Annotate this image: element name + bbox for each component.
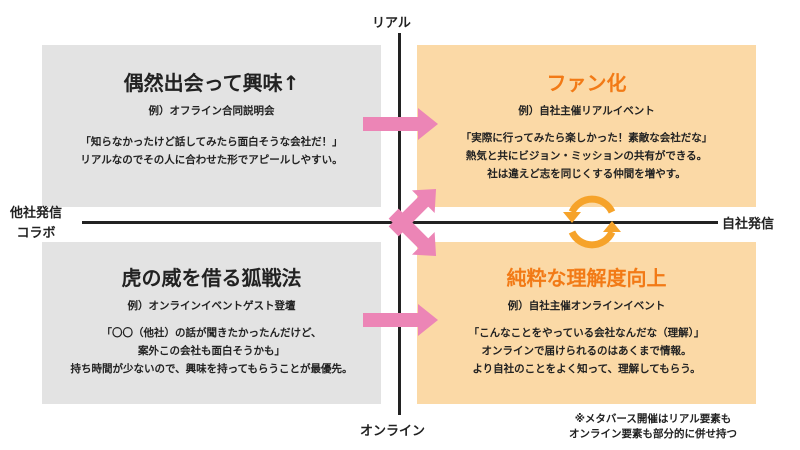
- quadrant-subtitle: 例）オフライン合同説明会: [148, 105, 275, 117]
- desc-line: 「実際に行ってみたら楽しかった！素敵な会社だな」: [460, 132, 713, 144]
- quadrant-description: 「こんなことをやっている会社なんだな（理解）」 オンラインで届けられるのはあくま…: [417, 324, 756, 378]
- desc-line: 「知らなかったけど話してみたら面白そうな会社だ！」: [80, 136, 343, 148]
- desc-line: 持ち時間が少ないので、興味を持ってもらうことが最優先。: [70, 363, 353, 375]
- quadrant-subtitle: 例）オンラインイベントゲスト登壇: [127, 300, 296, 312]
- note-line: ※メタバース開催はリアル要素も: [574, 413, 732, 425]
- desc-line: オンラインで届けられるのはあくまで情報。: [481, 345, 692, 357]
- quadrant-description: 「知らなかったけど話してみたら面白そうな会社だ！」 リアルなのでその人に合わせた…: [42, 133, 381, 169]
- desc-line: より自社のことをよく知って、理解してもらう。: [472, 363, 701, 375]
- desc-line: リアルなのでその人に合わせた形でアピールしやすい。: [80, 154, 343, 166]
- note-line: オンライン要素も部分的に併せ持つ: [569, 428, 737, 440]
- quadrant-bottom-left: 虎の威を借る狐戦法 例）オンラインイベントゲスト登壇 「〇〇（他社）の話が聞きた…: [42, 242, 381, 404]
- quadrant-top-left: 偶然出会って興味↑ 例）オフライン合同説明会 「知らなかったけど話してみたら面白…: [42, 45, 381, 207]
- quadrant-title: 偶然出会って興味↑: [123, 71, 300, 95]
- metaverse-note: ※メタバース開催はリアル要素も オンライン要素も部分的に併せ持つ: [548, 412, 758, 442]
- desc-line: 「〇〇（他社）の話が聞きたかったんだけど、: [101, 327, 322, 339]
- quadrant-subtitle: 例）自社主催リアルイベント: [518, 105, 655, 117]
- axis-label-left: 他社発信 コラボ: [10, 204, 62, 244]
- axis-label-left-line1: 他社発信: [10, 206, 63, 221]
- axis-label-left-line2: コラボ: [16, 226, 56, 241]
- axis-label-bottom: オンライン: [360, 424, 426, 439]
- desc-line: 「こんなことをやっている会社なんだな（理解）」: [468, 327, 705, 339]
- desc-line: 熱気と共にビジョン・ミッションの共有ができる。: [465, 150, 708, 162]
- arrow-diagonal-down-icon: [388, 208, 437, 257]
- axis-label-top: リアル: [372, 16, 411, 31]
- desc-line: 案外この会社も面白そうかも」: [138, 345, 285, 357]
- quadrant-title: 純粋な理解度向上: [506, 266, 667, 290]
- quadrant-bottom-right: 純粋な理解度向上 例）自社主催オンラインイベント 「こんなことをやっている会社な…: [417, 242, 756, 404]
- quadrant-description: 「〇〇（他社）の話が聞きたかったんだけど、 案外この会社も面白そうかも」 持ち時…: [42, 324, 381, 378]
- arrow-right-bottom-icon: [363, 304, 438, 336]
- quadrant-title: 虎の威を借る狐戦法: [121, 266, 302, 290]
- quadrant-subtitle: 例）自社主催オンラインイベント: [507, 300, 666, 312]
- quadrant-description: 「実際に行ってみたら楽しかった！素敵な会社だな」 熱気と共にビジョン・ミッション…: [417, 129, 756, 183]
- desc-line: 社は違えど志を同じくする仲間を増やす。: [487, 168, 686, 180]
- quadrant-title: ファン化: [546, 71, 627, 95]
- axis-label-right: 自社発信: [722, 217, 775, 232]
- quadrant-top-right: ファン化 例）自社主催リアルイベント 「実際に行ってみたら楽しかった！素敵な会社…: [417, 45, 756, 207]
- arrow-right-top-icon: [363, 108, 438, 140]
- cycle-refresh-icon: [563, 195, 621, 249]
